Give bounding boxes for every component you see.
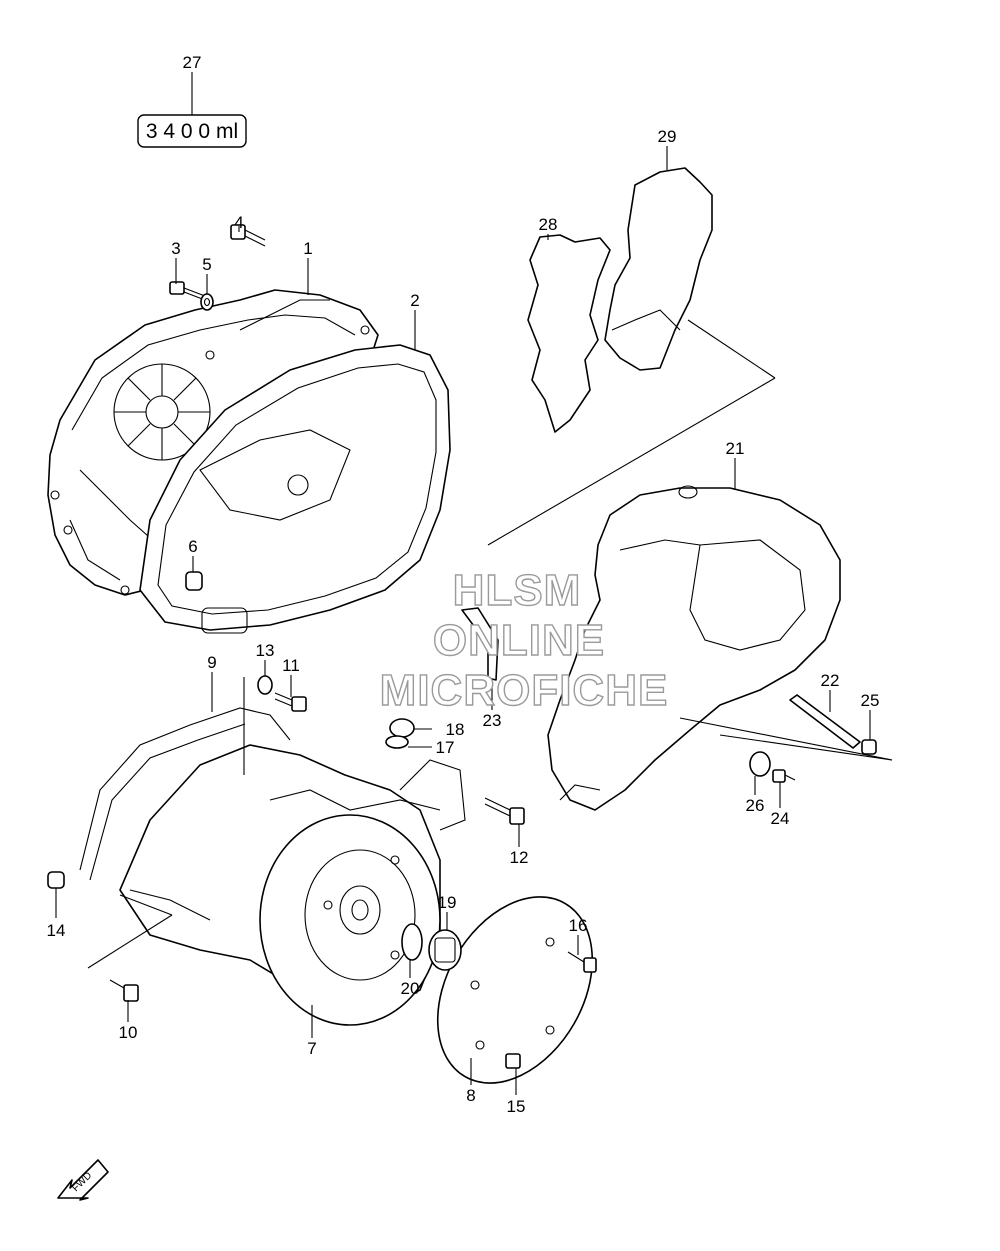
magneto-guide-line-2 [119, 894, 173, 916]
plug-18-part [389, 718, 415, 738]
bolt-25-part [861, 739, 877, 755]
callout-22: 22 [821, 671, 840, 690]
callout-19: 19 [438, 893, 457, 912]
bolt-10-part [109, 979, 139, 1002]
sprocket-guide-line [679, 717, 893, 761]
callout-5: 5 [202, 255, 211, 274]
plug-19-part [428, 929, 462, 971]
callout-13: 13 [256, 641, 275, 660]
magneto-guide-line [87, 914, 173, 969]
bolt-15-part [505, 1053, 521, 1069]
oring-17-part [385, 735, 409, 749]
oring-20-part [401, 923, 423, 961]
bolt-16-part [567, 951, 597, 973]
callout-8: 8 [466, 1086, 475, 1105]
cover-guide-line [687, 319, 776, 379]
dowel-6-part [185, 571, 203, 591]
callout-24: 24 [771, 809, 790, 828]
callout-11: 11 [282, 656, 300, 675]
callout-23: 23 [483, 711, 502, 730]
sprocket-cover-part [547, 485, 841, 811]
magneto-cover-part [119, 744, 466, 1026]
callout-18: 18 [446, 720, 465, 739]
callout-26: 26 [746, 796, 765, 815]
watermark: HLSM ONLINE MICROFICHE [379, 565, 669, 715]
oil-capacity-text: 3 4 0 0 ml [146, 120, 238, 143]
sprocket-guide-line-2 [719, 734, 893, 761]
bolt-4-part [230, 224, 266, 247]
washer-13-part [257, 675, 273, 695]
callout-7: 7 [307, 1039, 316, 1058]
watermark-line-1: HLSM [453, 566, 582, 615]
callout-12: 12 [510, 848, 529, 867]
callout-3: 3 [171, 239, 180, 258]
callout-20: 20 [401, 979, 420, 998]
callout-28: 28 [539, 215, 558, 234]
dowel-14-part [47, 871, 65, 889]
bolt-24-part [772, 769, 796, 783]
gasket-9-part [79, 707, 291, 881]
callout-4: 4 [234, 213, 243, 232]
callout-labels: 27 1 2 3 4 5 6 28 29 21 22 25 23 26 24 9… [47, 53, 880, 1116]
callout-9: 9 [207, 653, 216, 672]
callout-15: 15 [507, 1097, 526, 1116]
fwd-arrow-icon: FWD [57, 1159, 109, 1201]
gasket-part [139, 344, 451, 634]
grommet-26-part [749, 751, 771, 777]
oil-capacity-box: 3 4 0 0 ml [137, 72, 247, 148]
callout-16: 16 [569, 916, 588, 935]
cover-guide-line-2 [487, 377, 776, 546]
spacer-22-part [789, 694, 861, 749]
bolt-12-part [484, 797, 525, 825]
clamp-23-part [461, 607, 499, 681]
callout-17: 17 [436, 738, 455, 757]
callout-10: 10 [119, 1023, 138, 1042]
cover-29-part [604, 167, 713, 371]
callout-6: 6 [188, 537, 197, 556]
callout-1: 1 [303, 239, 312, 258]
watermark-line-3: MICROFICHE [380, 666, 669, 715]
washer-5-part [200, 293, 214, 311]
callout-27: 27 [183, 53, 202, 72]
watermark-line-2: ONLINE [433, 616, 605, 665]
callout-21: 21 [726, 439, 745, 458]
callout-29: 29 [658, 127, 677, 146]
bolt-11-part [274, 692, 307, 712]
callout-25: 25 [861, 691, 880, 710]
callout-14: 14 [47, 921, 66, 940]
leader-lines [55, 146, 871, 1095]
callout-2: 2 [410, 291, 419, 310]
bolt-3-part [169, 281, 206, 301]
cover-28-part [527, 234, 611, 433]
